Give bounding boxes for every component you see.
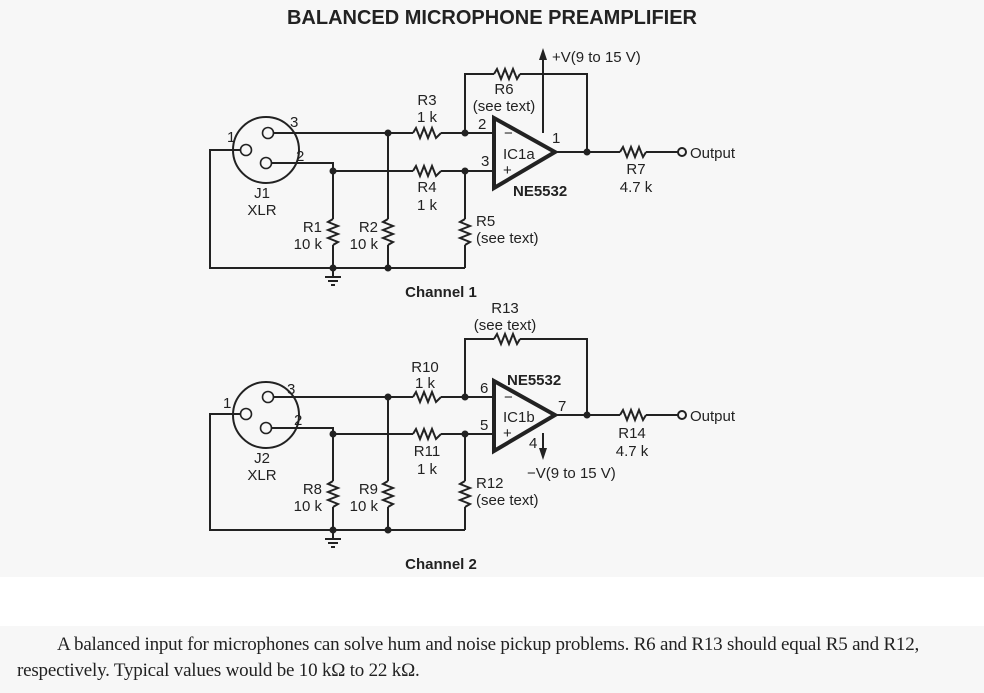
schematic: BALANCED MICROPHONE PREAMPLIFIER 1 2 3 J… xyxy=(209,7,736,573)
r6-name: R6 xyxy=(494,81,513,98)
j2-pin3-label: 3 xyxy=(287,381,295,398)
ic1b-pin-inv: 6 xyxy=(480,380,488,397)
ic1a-part: NE5532 xyxy=(513,183,567,200)
channel-1: 1 2 3 J1 XLR xyxy=(209,48,736,301)
r7-name: R7 xyxy=(626,161,645,178)
channel-1-label: Channel 1 xyxy=(405,284,477,301)
resistor-r2 xyxy=(380,218,396,246)
resistor-r4 xyxy=(412,163,442,179)
channel-2: 1 2 3 J2 XLR xyxy=(209,300,736,573)
opamp-ic1b xyxy=(492,377,560,455)
r7-value: 4.7 k xyxy=(620,179,653,196)
ic1a-pin-out: 1 xyxy=(552,130,560,147)
ic1a-noninv-sign: + xyxy=(503,162,512,179)
ic1a-name: IC1a xyxy=(503,146,535,163)
j1-pin2-label: 2 xyxy=(296,148,304,165)
resistor-r9 xyxy=(380,480,396,508)
channel-2-label: Channel 2 xyxy=(405,556,477,573)
output-terminal-ch2 xyxy=(677,410,687,420)
r2-name: R2 xyxy=(359,219,378,236)
r11-value: 1 k xyxy=(417,461,438,478)
r8-value: 10 k xyxy=(294,498,323,515)
r1-name: R1 xyxy=(303,219,322,236)
r5-value: (see text) xyxy=(476,230,539,247)
ch1-wires xyxy=(209,48,678,286)
resistor-r7 xyxy=(619,144,647,160)
ic1b-inv-sign: − xyxy=(504,389,513,406)
caption-panel: A balanced input for microphones can sol… xyxy=(0,626,984,693)
resistor-r3 xyxy=(412,125,442,141)
r6-value: (see text) xyxy=(473,98,536,115)
resistor-r10 xyxy=(412,389,442,405)
resistor-r5 xyxy=(457,218,473,246)
r4-value: 1 k xyxy=(417,197,438,214)
r13-value: (see text) xyxy=(474,317,537,334)
ic1a-inv-sign: − xyxy=(504,125,513,142)
ic1a-pin-inv: 2 xyxy=(478,116,486,133)
r4-name: R4 xyxy=(417,179,436,196)
r12-value: (see text) xyxy=(476,492,539,509)
ic1b-pin-noninv: 5 xyxy=(480,417,488,434)
resistor-r11 xyxy=(412,426,442,442)
r9-name: R9 xyxy=(359,481,378,498)
ch1-junctions xyxy=(329,129,591,272)
r5-name: R5 xyxy=(476,213,495,230)
ic1b-pin-out: 7 xyxy=(558,398,566,415)
r3-value: 1 k xyxy=(417,109,438,126)
j2-name: J2 xyxy=(254,450,270,467)
supply-negative: −V(9 to 15 V) xyxy=(527,465,616,482)
resistor-r14 xyxy=(619,407,647,423)
ic1b-name: IC1b xyxy=(503,409,535,426)
resistor-r8 xyxy=(325,480,341,508)
resistor-r12 xyxy=(457,480,473,508)
output-label-ch1: Output xyxy=(690,145,736,162)
ic1b-part: NE5532 xyxy=(507,372,561,389)
j1-pin1-label: 1 xyxy=(227,129,235,146)
ic1b-noninv-sign: + xyxy=(503,425,512,442)
r13-name: R13 xyxy=(491,300,519,317)
j2-type: XLR xyxy=(247,467,276,484)
ic1b-pin-supply: 4 xyxy=(529,435,537,452)
supply-positive: +V(9 to 15 V) xyxy=(552,49,641,66)
resistor-r1 xyxy=(325,218,341,246)
r14-name: R14 xyxy=(618,425,646,442)
schematic-panel xyxy=(0,0,984,577)
ch2-wires xyxy=(209,338,678,548)
j1-name: J1 xyxy=(254,185,270,202)
output-terminal-ch1 xyxy=(677,147,687,157)
resistor-r6 xyxy=(493,66,521,82)
r10-name: R10 xyxy=(411,359,439,376)
r14-value: 4.7 k xyxy=(616,443,649,460)
r12-name: R12 xyxy=(476,475,504,492)
j2-pin1-label: 1 xyxy=(223,395,231,412)
r2-value: 10 k xyxy=(350,236,379,253)
r3-name: R3 xyxy=(417,92,436,109)
resistor-r13 xyxy=(493,331,521,347)
j2-pin2-label: 2 xyxy=(294,412,302,429)
j1-type: XLR xyxy=(247,202,276,219)
output-label-ch2: Output xyxy=(690,408,736,425)
ch2-junctions xyxy=(329,393,591,534)
j1-pin3-label: 3 xyxy=(290,114,298,131)
r8-name: R8 xyxy=(303,481,322,498)
r1-value: 10 k xyxy=(294,236,323,253)
caption-text: A balanced input for microphones can sol… xyxy=(17,634,920,681)
diagram-title: BALANCED MICROPHONE PREAMPLIFIER xyxy=(287,7,698,29)
r10-value: 1 k xyxy=(415,375,436,392)
r9-value: 10 k xyxy=(350,498,379,515)
opamp-ic1a xyxy=(492,114,560,192)
ic1a-pin-noninv: 3 xyxy=(481,153,489,170)
r11-name: R11 xyxy=(414,443,440,460)
